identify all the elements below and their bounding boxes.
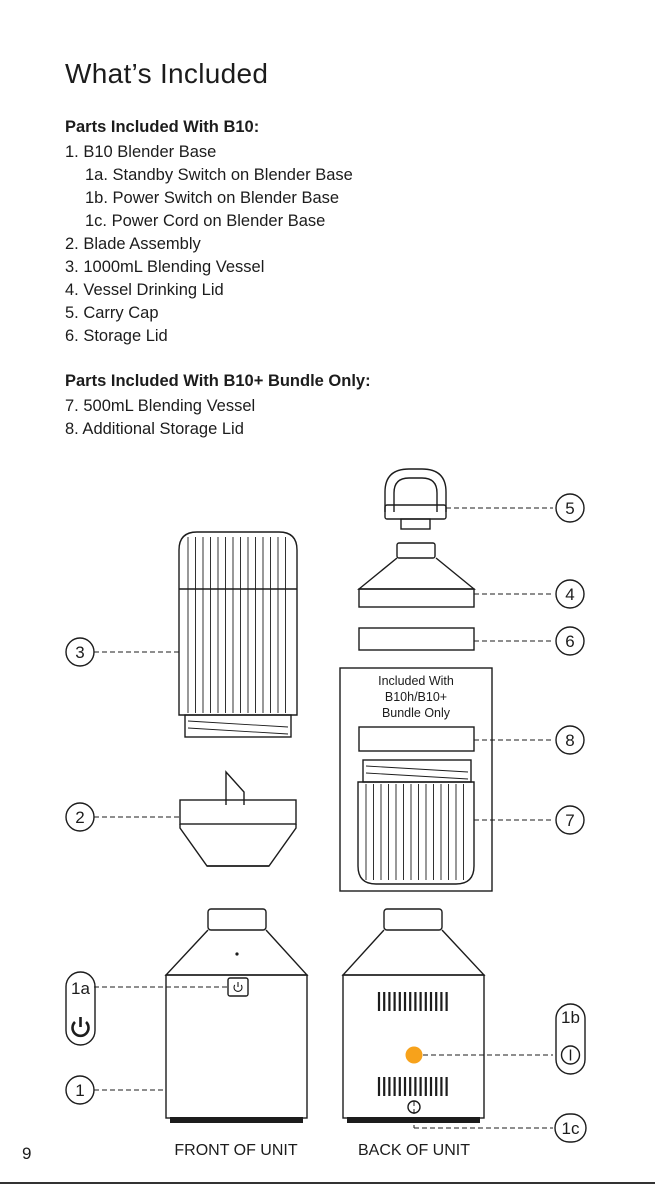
svg-text:7: 7	[565, 811, 574, 830]
blade-assembly-illustration	[180, 772, 296, 866]
on-off-icon	[562, 1046, 580, 1064]
standby-power-icon	[234, 982, 242, 991]
bundle-note-line-3: Bundle Only	[382, 706, 451, 720]
svg-text:3: 3	[75, 643, 84, 662]
svg-text:1a: 1a	[71, 979, 90, 998]
svg-text:2: 2	[75, 808, 84, 827]
svg-text:5: 5	[565, 499, 574, 518]
caption-front-of-unit: FRONT OF UNIT	[174, 1142, 297, 1159]
blender-base-back-illustration	[343, 909, 484, 1123]
callout-4: 4	[556, 580, 584, 608]
callout-8: 8	[556, 726, 584, 754]
callout-1: 1	[66, 1076, 94, 1104]
carry-cap-illustration	[385, 469, 446, 529]
page-number: 9	[22, 1144, 31, 1164]
callout-1b: 1b	[556, 1004, 585, 1074]
vessel-500ml-illustration	[358, 760, 474, 884]
svg-text:1b: 1b	[561, 1008, 580, 1027]
vent-grille-bottom	[379, 1077, 447, 1096]
callout-1c: 1c	[555, 1114, 586, 1142]
bottom-rule	[0, 1182, 655, 1184]
callout-6: 6	[556, 627, 584, 655]
caption-back-of-unit: BACK OF UNIT	[358, 1142, 470, 1159]
svg-text:8: 8	[565, 731, 574, 750]
callout-3: 3	[66, 638, 94, 666]
svg-text:1: 1	[75, 1081, 84, 1100]
bundle-note-line-1: Included With	[378, 674, 454, 688]
bundle-note-line-2: B10h/B10+	[385, 690, 447, 704]
blender-base-front-illustration	[166, 909, 307, 1123]
additional-storage-lid-illustration	[359, 727, 474, 751]
vessel-1000ml-illustration	[179, 532, 297, 737]
power-icon	[73, 1017, 89, 1036]
callout-2: 2	[66, 803, 94, 831]
svg-text:1c: 1c	[562, 1119, 580, 1138]
drinking-lid-illustration	[359, 543, 474, 607]
callout-5: 5	[556, 494, 584, 522]
vent-grille-top	[379, 992, 447, 1011]
svg-text:4: 4	[565, 585, 574, 604]
storage-lid-illustration	[359, 628, 474, 650]
svg-text:6: 6	[565, 632, 574, 651]
callout-1a: 1a	[66, 972, 95, 1045]
callout-7: 7	[556, 806, 584, 834]
orange-indicator-light	[406, 1047, 423, 1064]
